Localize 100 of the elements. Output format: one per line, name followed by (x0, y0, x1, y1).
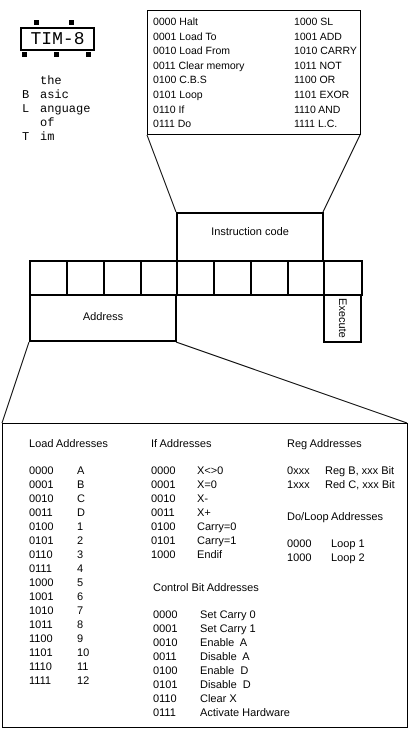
address-table-box (2, 423, 408, 728)
execute-box (323, 294, 362, 343)
instruction-entry: 0101 Loop (153, 89, 203, 102)
address-meaning: Loop 1 (331, 538, 365, 551)
address-meaning: Reg B, xxx Bit (325, 465, 394, 478)
address-meaning: 11 (77, 661, 88, 674)
address-code: 0010 (29, 493, 54, 506)
instruction-entry: 0010 Load From (153, 45, 230, 58)
address-meaning: Activate Hardware (200, 707, 290, 720)
address-code: 0001 (151, 479, 176, 492)
instruction-entry: 1011 NOT (294, 60, 342, 73)
address-code: 0000 (287, 538, 312, 551)
address-meaning: X+ (197, 507, 211, 520)
address-meaning: Enable D (200, 665, 248, 678)
address-code: 0100 (151, 521, 176, 534)
address-code: 0000 (29, 465, 54, 478)
address-code: 0011 (29, 507, 53, 520)
address-meaning: 1 (77, 521, 84, 534)
instruction-entry: 0111 Do (153, 118, 192, 132)
address-meaning: Set Carry 0 (200, 609, 256, 622)
address-code: 0xxx (287, 465, 310, 478)
address-meaning: Red C, xxx Bit (325, 479, 395, 492)
address-meaning: Clear X (200, 693, 237, 706)
register-cell (29, 260, 68, 296)
address-meaning: Loop 2 (331, 552, 365, 565)
address-meaning: Endif (197, 549, 222, 562)
instruction-entry: 1010 CARRY (294, 45, 357, 58)
table-heading: Control Bit Addresses (153, 582, 259, 595)
address-meaning: 10 (77, 647, 90, 660)
address-code: 1000 (287, 552, 312, 565)
instruction-entry: 0100 C.B.S (153, 74, 207, 88)
address-code: 1011 (29, 619, 53, 632)
acrostic-text: anguage (40, 102, 90, 116)
address-meaning: Carry=0 (197, 521, 236, 534)
address-box (29, 294, 177, 342)
address-code: 0111 (153, 707, 176, 720)
address-meaning: Enable A (200, 637, 248, 650)
address-code: 0011 (151, 507, 175, 520)
address-meaning: 4 (77, 563, 84, 576)
table-heading: Load Addresses (29, 438, 108, 451)
address-code: 1xxx (287, 479, 310, 492)
address-code: 0101 (29, 535, 54, 548)
address-meaning: 6 (77, 591, 84, 604)
address-code: 0111 (29, 563, 52, 576)
instruction-table-box (147, 10, 361, 135)
instruction-code-box (176, 212, 324, 262)
address-meaning: Carry=1 (197, 535, 236, 548)
acrostic-text: B (22, 88, 30, 102)
address-meaning: X- (197, 493, 208, 506)
address-meaning: 5 (77, 577, 84, 590)
address-code: 0011 (153, 651, 177, 664)
address-meaning: 7 (77, 605, 84, 618)
register-cell (323, 260, 363, 296)
address-code: 0010 (151, 493, 176, 506)
address-code: 0100 (153, 665, 178, 678)
address-code: 1000 (151, 549, 176, 562)
acrostic-text: T (22, 130, 30, 144)
address-code: 1001 (29, 591, 54, 604)
address-code: 0101 (153, 679, 178, 692)
instruction-entry: 1110 AND (294, 104, 340, 117)
address-meaning: X<>0 (197, 465, 224, 478)
instruction-entry: 0011 Clear memory (153, 60, 244, 73)
address-meaning: B (77, 479, 84, 492)
chip-label: TIM-8 (29, 30, 86, 50)
instruction-entry: 0000 Halt (153, 16, 198, 29)
acrostic-text: the (40, 74, 62, 88)
address-code: 1100 (29, 633, 53, 646)
address-meaning: C (77, 493, 85, 506)
box-label: Instruction code (210, 226, 290, 239)
address-code: 1000 (29, 577, 54, 590)
address-meaning: 3 (77, 549, 84, 562)
instruction-entry: 1111 L.C. (294, 118, 338, 132)
table-heading: Do/Loop Addresses (287, 511, 384, 524)
address-meaning: A (77, 465, 84, 478)
address-meaning: Set Carry 1 (200, 623, 256, 636)
address-code: 0100 (29, 521, 54, 534)
instruction-entry: 0001 Load To (153, 30, 216, 44)
address-code: 0010 (153, 637, 178, 650)
projection-line (2, 342, 30, 424)
acrostic-text: asic (40, 88, 69, 102)
address-code: 0001 (29, 479, 54, 492)
address-code: 1111 (29, 675, 52, 688)
acrostic-text: im (40, 130, 54, 144)
projection-line (176, 342, 408, 424)
address-meaning: 9 (77, 633, 84, 646)
acrostic-text: of (40, 116, 54, 130)
address-code: 0000 (153, 609, 178, 622)
address-meaning: 8 (77, 619, 84, 632)
box-label: Address (82, 311, 124, 324)
address-meaning: D (77, 507, 85, 520)
instruction-entry: 1100 OR (294, 74, 336, 88)
address-code: 0001 (153, 623, 178, 636)
address-meaning: Disable D (200, 679, 251, 692)
instruction-entry: 1000 SL (294, 16, 334, 29)
projection-line (146, 134, 176, 212)
acrostic-text: L (22, 102, 30, 116)
address-code: 0110 (153, 693, 177, 706)
table-heading: If Addresses (151, 438, 212, 451)
address-meaning: 12 (77, 675, 90, 688)
address-code: 1010 (29, 605, 54, 618)
